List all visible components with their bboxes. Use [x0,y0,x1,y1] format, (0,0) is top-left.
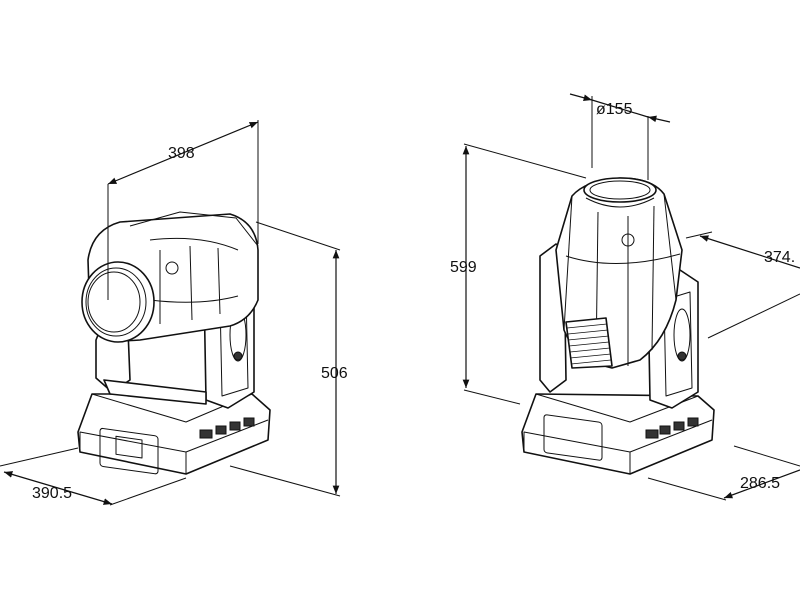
dim-label-rear-diameter: ø155 [596,101,633,118]
moving-head-rear-view [521,177,715,475]
dim-label-front-width: 398 [168,145,195,162]
dimension-diameter-155: ø155 [569,93,671,180]
dimension-398: 398 [107,120,259,300]
dimension-599: 599 [450,143,587,405]
dimension-506: 506 [229,221,348,497]
moving-head-front-view [77,211,271,475]
dim-label-rear-height: 599 [450,259,477,276]
dim-label-front-height: 506 [321,365,348,382]
dim-label-rear-width: 374. [764,249,795,266]
dimension-390-5: 390.5 [0,447,187,506]
dimension-286-5: 286.5 [647,445,800,501]
dimension-374: 374. [685,231,800,339]
dim-label-front-depth: 390.5 [32,485,72,502]
dim-label-rear-depth: 286.5 [740,475,780,492]
